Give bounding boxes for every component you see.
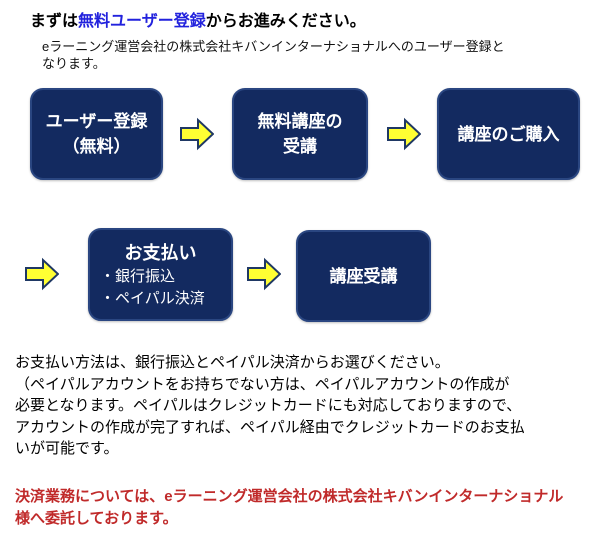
- box-line: （無料）: [62, 137, 131, 156]
- notice-line: 様へ委託しております。: [15, 510, 178, 527]
- right-arrow-icon: [247, 257, 281, 291]
- subtitle: eラーニング運営会社の株式会社キバンインターナショナルへのユーザー登録と なりま…: [42, 38, 505, 72]
- flow-box-user-registration: ユーザー登録 （無料）: [30, 88, 163, 180]
- flow-box-free-course: 無料講座の 受講: [232, 88, 368, 180]
- paragraph-line: 必要となります。ペイパルはクレジットカードにも対応しておりますので、: [15, 397, 522, 414]
- flow-box-course-attendance: 講座受講: [296, 230, 431, 322]
- outsourcing-notice: 決済業務については、eラーニング運営会社の株式会社キバンインターナショナル 様へ…: [15, 486, 563, 530]
- title-prefix: まずは: [30, 13, 79, 30]
- paragraph-line: （ペイパルアカウントをお持ちでない方は、ペイパルアカウントの作成が: [15, 375, 510, 393]
- notice-line: 決済業務については、eラーニング運営会社の株式会社キバンインターナショナル: [15, 488, 564, 505]
- payment-box-item: ・ペイパル決済: [100, 289, 205, 307]
- page-title: まずは無料ユーザー登録からお進みください。: [30, 7, 366, 31]
- right-arrow-icon: [180, 117, 214, 151]
- payment-method-paragraph: お支払い方法は、銀行振込とペイパル決済からお選びください。 （ペイパルアカウント…: [15, 352, 525, 460]
- flow-box-payment: お支払い ・銀行振込 ・ペイパル決済: [88, 228, 233, 321]
- title-suffix: からお進みください。: [205, 13, 366, 30]
- box-line: 講座のご購入: [457, 124, 560, 144]
- subtitle-line: なります。: [42, 56, 106, 71]
- paragraph-line: アカウントの作成が完了すれば、ペイパル経由でクレジットカードのお支払: [15, 418, 525, 436]
- payment-box-item: ・銀行振込: [100, 267, 176, 285]
- flow-box-course-purchase: 講座のご購入: [437, 88, 580, 180]
- box-line: ユーザー登録: [45, 112, 148, 131]
- payment-box-title: お支払い: [124, 242, 197, 263]
- paragraph-line: いが可能です。: [15, 440, 119, 457]
- free-registration-link[interactable]: 無料ユーザー登録: [78, 13, 206, 30]
- right-arrow-icon: [25, 257, 59, 291]
- right-arrow-icon: [387, 117, 421, 151]
- box-line: 無料講座の: [257, 112, 343, 131]
- box-line: 受講: [283, 137, 317, 156]
- subtitle-line: eラーニング運営会社の株式会社キバンインターナショナルへのユーザー登録と: [42, 39, 505, 54]
- box-line: 講座受講: [329, 266, 398, 286]
- paragraph-line: お支払い方法は、銀行振込とペイパル決済からお選びください。: [15, 354, 450, 371]
